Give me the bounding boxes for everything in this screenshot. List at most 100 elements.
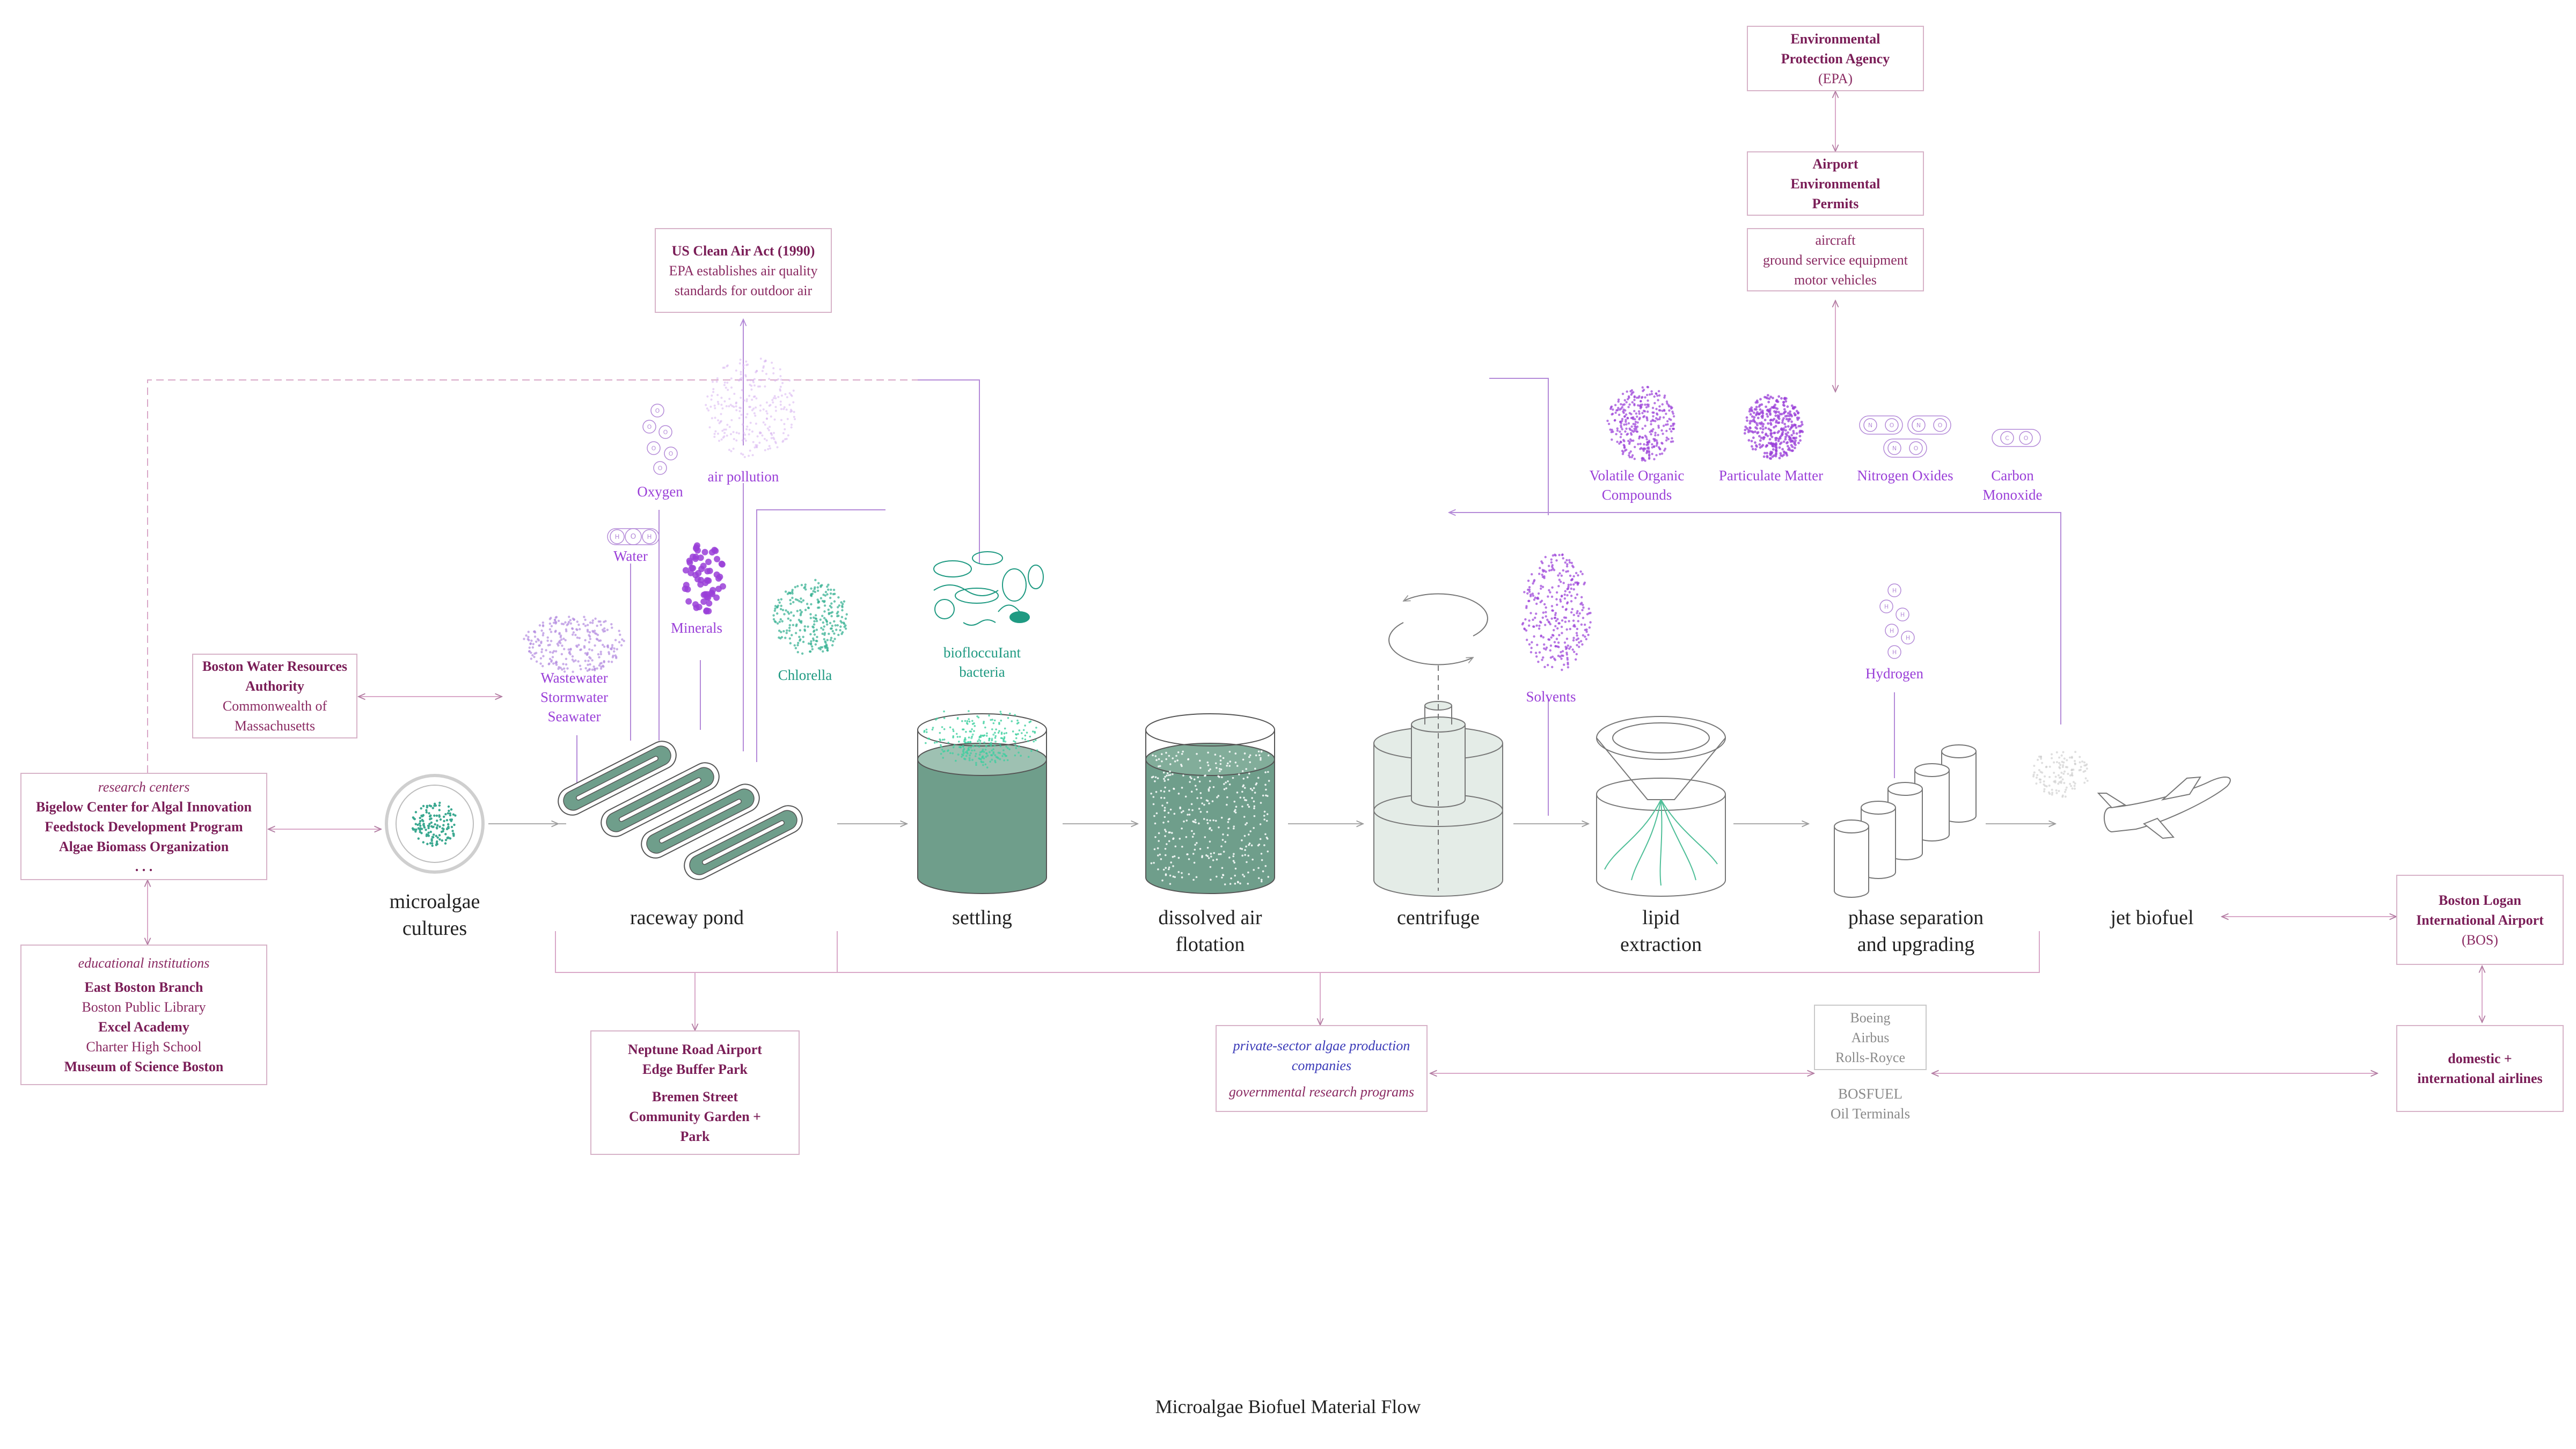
bosfuel-line: BOSFUEL [1838,1086,1903,1102]
bosfuel-line: Oil Terminals [1830,1106,1911,1122]
logan-line: International Airport [2416,912,2544,928]
airlines-box: domestic + international airlines [2396,1025,2564,1112]
svg-text:O: O [669,450,674,457]
air-pollution-label: air pollution [707,469,779,485]
private-line: private-sector algae production [1233,1037,1410,1053]
stage-line: cultures [402,917,467,940]
vehicles-line: aircraft [1815,232,1856,248]
stage-raceway-pond: raceway pond [630,906,744,929]
svg-text:N: N [1892,445,1897,452]
svg-text:O: O [663,429,668,436]
emission-sources-box: aircraft ground service equipment motor … [1747,228,1924,291]
stage-phase-separation: phase separation and upgrading [1830,904,2002,958]
logan-line: (BOS) [2462,932,2498,948]
biofloc-line: biofloccuIant [943,645,1021,661]
wastewater-label: Wastewater Stormwater Seawater [521,668,628,726]
education-item: Excel Academy [98,1019,189,1035]
vehicles-line: motor vehicles [1794,272,1877,288]
manufacturer-line: Airbus [1851,1029,1890,1045]
svg-text:H: H [1884,603,1889,610]
logan-airport-box: Boston Logan International Airport (BOS) [2396,875,2564,965]
permits-line: Environmental [1790,175,1880,192]
research-item: Feedstock Development Program [45,818,243,835]
svg-text:N: N [1916,422,1921,429]
svg-text:H: H [1890,627,1894,634]
minerals-label: Minerals [671,620,722,636]
stage-line: lipid [1642,906,1680,929]
emission-pm-label: Particulate Matter [1718,467,1824,484]
flotation-tank-icon [1145,713,1275,894]
svg-text:O: O [647,423,652,430]
stage-line: microalgae [389,890,480,913]
emission-co-label: Carbon Monoxide [1932,466,2093,504]
stage-jet-biofuel: jet biofuel [2110,906,2194,929]
neptune-park-box: Neptune Road Airport Edge Buffer Park Br… [590,1030,800,1155]
co-line: Carbon [1991,467,2034,484]
svg-text:H: H [1892,649,1897,656]
svg-text:H: H [1892,587,1897,594]
settling-tank-icon [917,710,1047,894]
clean-air-line: standards for outdoor air [674,282,813,298]
manufacturer-line: Boeing [1850,1009,1891,1026]
svg-text:H: H [647,533,652,540]
centrifuge-icon [1373,593,1503,897]
education-item: Charter High School [86,1039,202,1055]
emission-voc-label: Volatile Organic Compounds [1556,466,1717,504]
vehicles-line: ground service equipment [1762,252,1908,268]
stage-line: phase separation [1848,906,1984,929]
svg-text:C: C [2005,435,2009,442]
stage-line: dissolved air [1158,906,1262,929]
manufacturers-box: Boeing Airbus Rolls-Royce [1814,1005,1927,1070]
bosfuel-label: BOSFUEL Oil Terminals [1814,1084,1927,1124]
wastewater-line: Seawater [547,708,601,724]
bwra-line: Commonwealth of [222,698,327,714]
research-heading: research centers [98,779,190,795]
education-box: educational institutions East Boston Bra… [20,945,267,1085]
bacteria-sketch-icon [933,551,1044,626]
particle-clouds [523,357,2089,798]
airlines-line: domestic + [2448,1051,2512,1066]
education-item: Boston Public Library [82,999,206,1015]
clean-air-act-box: US Clean Air Act (1990) EPA establishes … [655,228,832,313]
education-heading: educational institutions [78,955,210,971]
co-line: Monoxide [1982,487,2043,503]
neptune-line: Bremen Street [652,1088,738,1104]
water-label: Water [613,548,648,564]
svg-text:O: O [2024,435,2029,442]
emission-nox-label: Nitrogen Oxides [1857,467,1953,484]
neptune-line: Community Garden + [629,1108,761,1124]
education-item: Museum of Science Boston [64,1059,224,1074]
svg-text:O: O [1938,422,1943,429]
permits-line: Airport [1812,156,1858,172]
svg-text:H: H [1900,611,1905,618]
stage-line: extraction [1620,933,1702,956]
private-line: companies [1291,1057,1352,1073]
oxygen-label: Oxygen [637,484,683,500]
neptune-line: Park [680,1128,710,1144]
svg-text:H: H [615,533,620,540]
bwra-line: Massachusetts [234,718,316,734]
wastewater-line: Wastewater [540,670,608,686]
bwra-line: Authority [245,678,304,694]
stage-microalgae-cultures: microalgae cultures [354,888,515,942]
stage-centrifuge: centrifuge [1396,906,1480,929]
airlines-line: international airlines [2417,1071,2543,1086]
voc-line: Volatile Organic [1589,467,1685,484]
biofloc-label: biofloccuIant bacteria [928,643,1036,682]
water-authority-box: Boston Water Resources Authority Commonw… [192,654,357,738]
epa-line: (EPA) [1818,70,1853,86]
stage-dissolved-air-flotation: dissolved air flotation [1130,904,1291,958]
private-line: governmental research programs [1228,1084,1415,1100]
input-lines [576,319,2061,816]
stage-settling: settling [952,906,1012,929]
microalgae-culture-icon [385,774,485,874]
svg-text:O: O [1914,445,1919,452]
raceway-pond-icon [558,741,803,880]
svg-text:O: O [631,532,636,541]
svg-text:O: O [655,407,660,414]
bwra-line: Boston Water Resources [202,658,348,674]
private-sector-box: private-sector algae production companie… [1216,1025,1428,1112]
